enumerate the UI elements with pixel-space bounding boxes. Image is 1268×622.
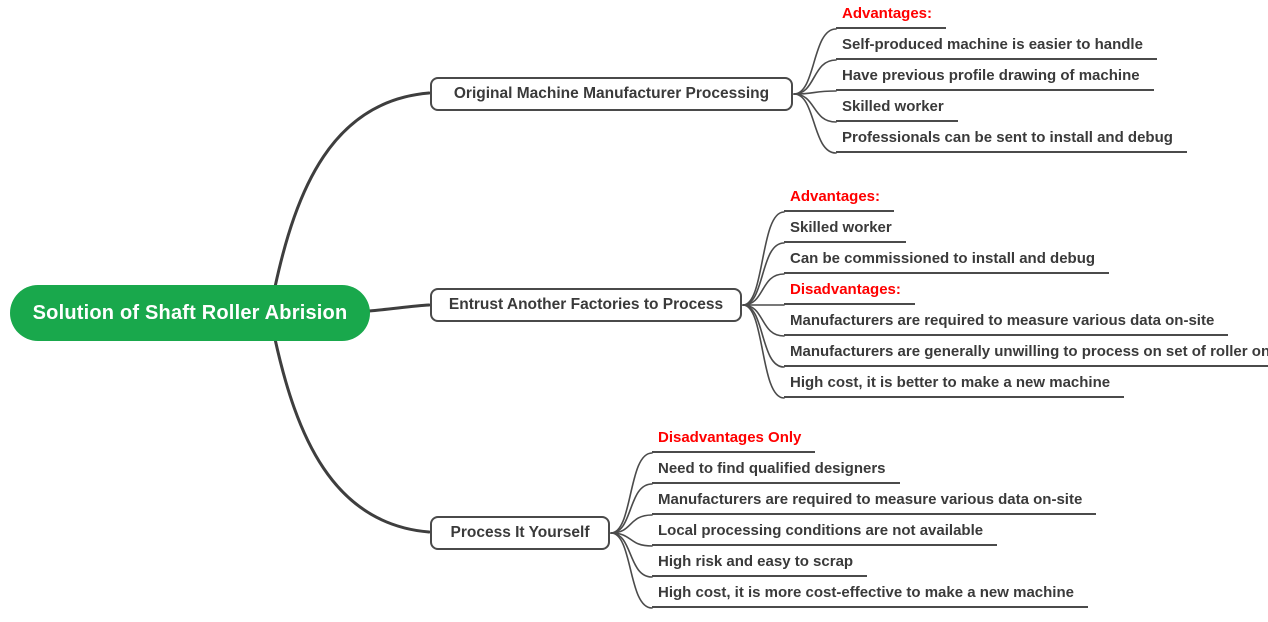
leaf-topic[interactable]: Need to find qualified designers	[652, 459, 900, 484]
branch-leaf-connector	[610, 532, 653, 609]
leaf-topic[interactable]: Advantages:	[784, 187, 895, 212]
root-topic[interactable]: Solution of Shaft Roller Abrision	[10, 285, 370, 341]
branch-leaf-connector	[742, 304, 785, 399]
leaf-topic[interactable]: Can be commissioned to install and debug	[784, 249, 1110, 274]
leaf-topic[interactable]: High cost, it is better to make a new ma…	[784, 373, 1125, 398]
leaf-topic[interactable]: Self-produced machine is easier to handl…	[836, 35, 1157, 60]
leaf-topic[interactable]: Manufacturers are required to measure va…	[652, 490, 1097, 515]
branch-leaf-connector	[610, 514, 653, 534]
branch-topic-process-yourself[interactable]: Process It Yourself	[430, 516, 610, 550]
leaf-topic[interactable]: Disadvantages:	[784, 280, 915, 305]
branch-leaf-connector	[793, 93, 837, 123]
branch-leaf-connector	[742, 211, 785, 306]
leaf-topic[interactable]: Have previous profile drawing of machine	[836, 66, 1154, 91]
branch-leaf-connector	[793, 28, 837, 95]
branch-leaf-connector	[793, 59, 837, 95]
branch-topic-entrust-factories[interactable]: Entrust Another Factories to Process	[430, 288, 742, 322]
root-branch-connector	[273, 337, 431, 534]
branch-leaf-connector	[610, 483, 653, 534]
root-branch-connector	[367, 303, 431, 313]
branch-leaf-connector	[742, 242, 785, 306]
leaf-topic[interactable]: Advantages:	[836, 4, 947, 29]
branch-leaf-connector	[742, 273, 785, 306]
leaf-topic[interactable]: Skilled worker	[836, 97, 958, 122]
leaf-topic[interactable]: Professionals can be sent to install and…	[836, 128, 1187, 153]
leaf-topic[interactable]: High cost, it is more cost-effective to …	[652, 583, 1088, 608]
leaf-topic[interactable]: High risk and easy to scrap	[652, 552, 868, 577]
leaf-topic[interactable]: Skilled worker	[784, 218, 906, 243]
branch-leaf-connector	[610, 452, 653, 534]
leaf-topic[interactable]: Manufacturers are required to measure va…	[784, 311, 1229, 336]
branch-topic-original-manufacturer[interactable]: Original Machine Manufacturer Processing	[430, 77, 793, 111]
root-branch-connector	[273, 91, 431, 289]
branch-leaf-connector	[742, 304, 785, 337]
leaf-topic[interactable]: Manufacturers are generally unwilling to…	[784, 342, 1268, 367]
branch-leaf-connectors	[610, 28, 837, 609]
leaf-topic[interactable]: Disadvantages Only	[652, 428, 816, 453]
branch-leaf-connector	[793, 93, 837, 154]
leaf-topic[interactable]: Local processing conditions are not avai…	[652, 521, 998, 546]
